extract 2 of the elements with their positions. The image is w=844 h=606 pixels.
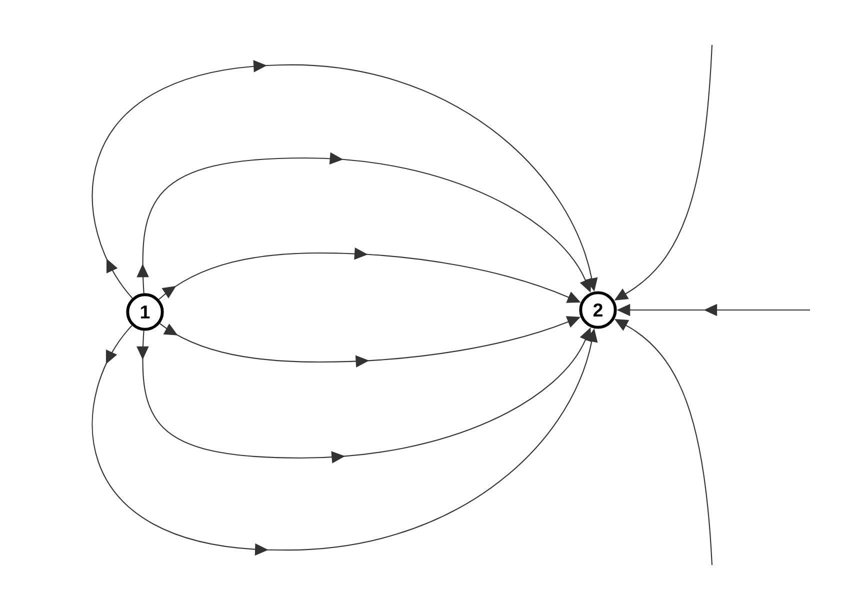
trajectory-arrow bbox=[136, 152, 592, 294]
trajectory-arrow bbox=[92, 60, 598, 298]
